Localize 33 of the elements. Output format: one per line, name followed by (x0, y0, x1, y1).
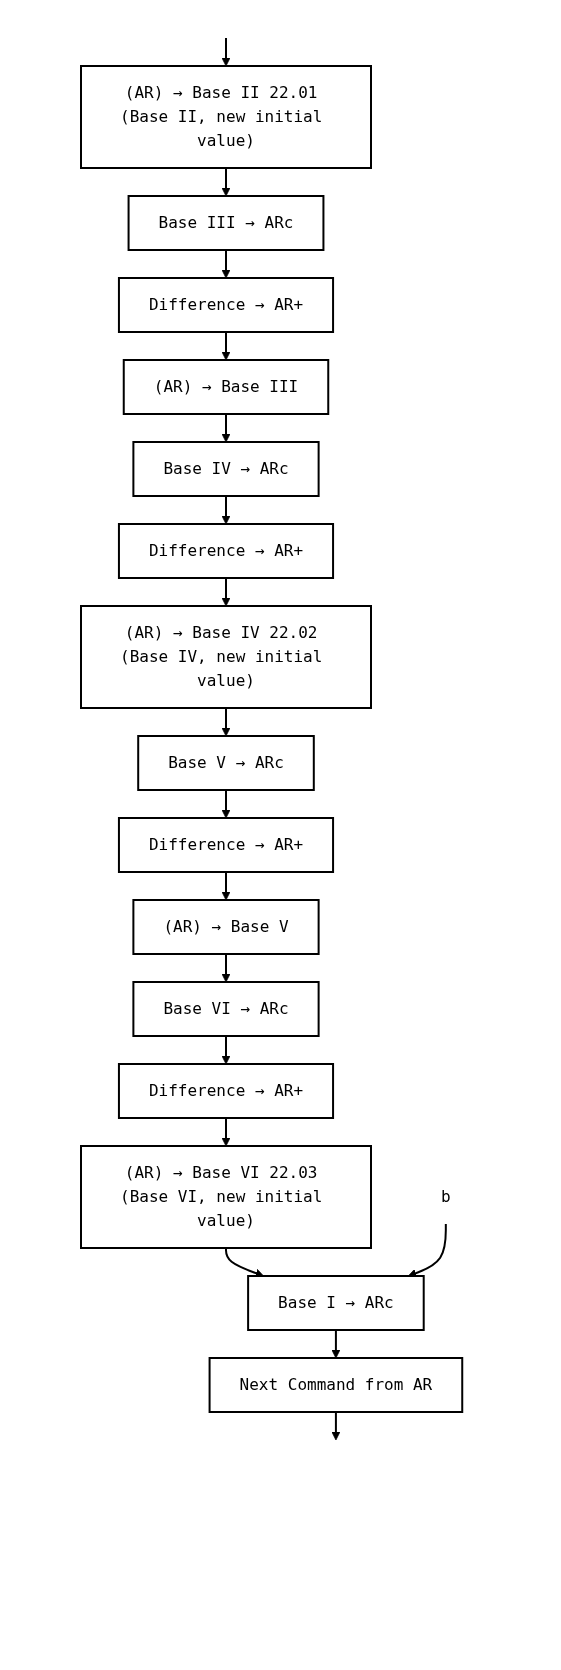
arrow (221, 37, 231, 67)
arrow (221, 577, 231, 607)
node-box: (AR) → Base VI 22.03 (Base VI, new initial value) (79, 1145, 372, 1249)
node-box: Next Command from AR (208, 1357, 463, 1413)
node-box: Difference → AR+ (117, 817, 334, 873)
node-box: Difference → AR+ (117, 1063, 334, 1119)
arrow (407, 1223, 447, 1278)
arrow (331, 1411, 340, 1441)
node-box: Base V → ARc (136, 735, 315, 791)
node-box: Base IV → ARc (132, 441, 320, 497)
node-text: b (440, 1187, 451, 1206)
arrow (221, 871, 231, 901)
node-box: (AR) → Base III (122, 359, 329, 415)
arrow (221, 1117, 231, 1147)
arrow (224, 1247, 264, 1278)
arrow (221, 707, 231, 737)
node-box: (AR) → Base IV 22.02 (Base IV, new initial value) (79, 605, 372, 709)
node-box: (AR) → Base V (132, 899, 320, 955)
arrow (221, 1035, 231, 1065)
arrow (221, 167, 231, 197)
node-box: Base VI → ARc (132, 981, 320, 1037)
node-box: (AR) → Base II 22.01 (Base II, new initial value) (79, 65, 372, 169)
arrow (221, 249, 231, 279)
node-box: Base I → ARc (246, 1275, 425, 1331)
arrow (221, 495, 231, 525)
node-box: Difference → AR+ (117, 523, 334, 579)
arrow (331, 1329, 340, 1359)
node-box: Base III → ARc (127, 195, 325, 251)
arrow (221, 331, 231, 361)
arrow (221, 789, 231, 819)
node-box: Difference → AR+ (117, 277, 334, 333)
arrow (221, 413, 231, 443)
arrow (221, 953, 231, 983)
